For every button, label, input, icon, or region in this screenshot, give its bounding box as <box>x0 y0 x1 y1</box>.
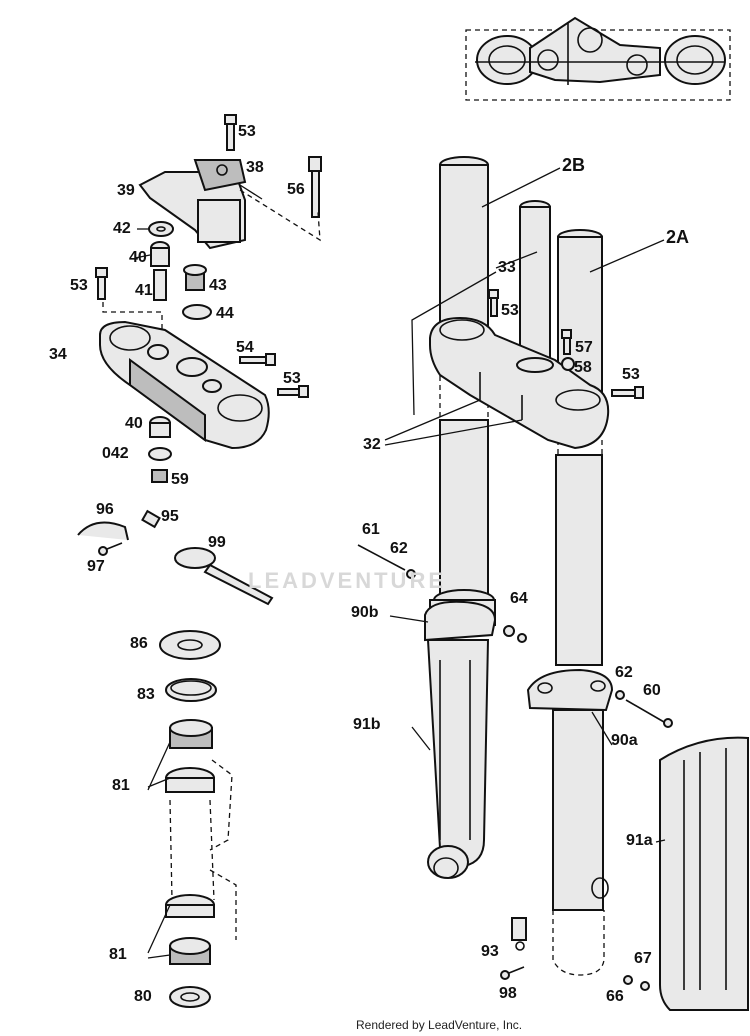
callout-81: 81 <box>112 777 130 794</box>
callout-60: 60 <box>643 682 661 699</box>
ring-83 <box>165 678 217 702</box>
callout-91b: 91b <box>353 716 381 733</box>
callout-58: 58 <box>574 359 592 376</box>
callout-57: 57 <box>575 339 593 356</box>
callout-53: 53 <box>238 123 256 140</box>
callout-91a: 91a <box>626 832 653 849</box>
callout-53: 53 <box>622 366 640 383</box>
screw-98 <box>500 966 525 980</box>
steering-stem-33 <box>519 200 551 368</box>
fork-body-left <box>429 419 496 626</box>
bushing-40-lower <box>149 416 171 438</box>
callout-54: 54 <box>236 339 254 356</box>
screw-66 <box>623 975 633 985</box>
inset-triple-clamp-view <box>465 16 731 101</box>
callout-33: 33 <box>498 259 516 276</box>
stud-41 <box>153 269 167 301</box>
callout-90b: 90b <box>351 604 379 621</box>
handlebar-clamp-38-39 <box>138 159 247 250</box>
callout-2A: 2A <box>666 227 690 247</box>
fork-body-right <box>555 454 603 666</box>
seal-86 <box>159 630 221 660</box>
callout-38: 38 <box>246 159 264 176</box>
callout-62: 62 <box>390 540 408 557</box>
callout-81: 81 <box>109 946 127 963</box>
callout-53: 53 <box>501 302 519 319</box>
fork-guard-91a <box>659 736 749 1011</box>
bolt-53-left <box>95 267 108 300</box>
footer-credit: Rendered by LeadVenture, Inc. <box>356 1018 523 1032</box>
callout-97: 97 <box>87 558 105 575</box>
callout-40: 40 <box>129 249 147 266</box>
nut-43 <box>183 264 207 291</box>
bolt-53-clamp-right <box>488 289 499 317</box>
seal-80 <box>169 986 211 1008</box>
washer-42 <box>148 221 174 237</box>
washer-44 <box>182 304 212 320</box>
cap-93 <box>511 917 527 951</box>
callout-042: 042 <box>102 445 129 462</box>
nut-59 <box>151 469 168 483</box>
callout-86: 86 <box>130 635 148 652</box>
washer-042 <box>148 447 172 461</box>
bolt-60 <box>625 699 673 728</box>
callout-42: 42 <box>113 220 131 237</box>
upper-triple-clamp-34 <box>99 320 270 450</box>
callout-53: 53 <box>283 370 301 387</box>
callout-90a: 90a <box>611 732 638 749</box>
callout-64: 64 <box>510 590 528 607</box>
bolt-54 <box>239 353 276 366</box>
bearing-81-upper <box>169 719 213 749</box>
bolt-53-top <box>224 114 237 151</box>
callout-93: 93 <box>481 943 499 960</box>
axle-clamp-90b <box>424 600 497 642</box>
callout-67: 67 <box>634 950 652 967</box>
callout-83: 83 <box>137 686 155 703</box>
clip-67 <box>640 981 650 991</box>
callout-99: 99 <box>208 534 226 551</box>
bolt-61 <box>357 544 416 579</box>
callout-32: 32 <box>363 436 381 453</box>
callout-43: 43 <box>209 277 227 294</box>
bolt-53-clamp-left <box>277 385 309 398</box>
callout-98: 98 <box>499 985 517 1002</box>
cable-guide-96 <box>77 521 129 541</box>
nut-64 <box>503 625 527 643</box>
screw-97 <box>98 542 123 556</box>
fork-tube-2B <box>439 156 489 600</box>
callout-44: 44 <box>216 305 234 322</box>
callout-80: 80 <box>134 988 152 1005</box>
washer-62-right <box>615 690 625 700</box>
callout-2B: 2B <box>562 155 586 175</box>
callout-53: 53 <box>70 277 88 294</box>
callout-34: 34 <box>49 346 67 363</box>
callout-96: 96 <box>96 501 114 518</box>
callout-40: 40 <box>125 415 143 432</box>
lower-leg-right <box>552 709 609 976</box>
bolt-56 <box>308 156 322 218</box>
bolt-57 <box>561 329 572 355</box>
watermark-text: LEADVENTURE <box>248 568 447 593</box>
bearing-race-81-lower <box>165 894 215 918</box>
bearing-race-81-upper <box>165 767 215 793</box>
axle-clamp-90a <box>526 668 614 712</box>
bolt-53-far-right <box>611 386 644 399</box>
lower-triple-clamp-32 <box>429 316 610 450</box>
callout-95: 95 <box>161 508 179 525</box>
lower-leg-91b <box>426 639 490 879</box>
callout-66: 66 <box>606 988 624 1005</box>
callout-59: 59 <box>171 471 189 488</box>
callout-41: 41 <box>135 282 153 299</box>
callout-56: 56 <box>287 181 305 198</box>
callout-39: 39 <box>117 182 135 199</box>
callout-62: 62 <box>615 664 633 681</box>
clip-95 <box>141 509 161 529</box>
washer-58 <box>561 357 575 371</box>
bushing-40-upper <box>150 241 170 267</box>
callout-61: 61 <box>362 521 380 538</box>
leader-lines <box>134 167 666 959</box>
wrench-99 <box>174 547 274 606</box>
bearing-81-lower <box>169 937 211 965</box>
